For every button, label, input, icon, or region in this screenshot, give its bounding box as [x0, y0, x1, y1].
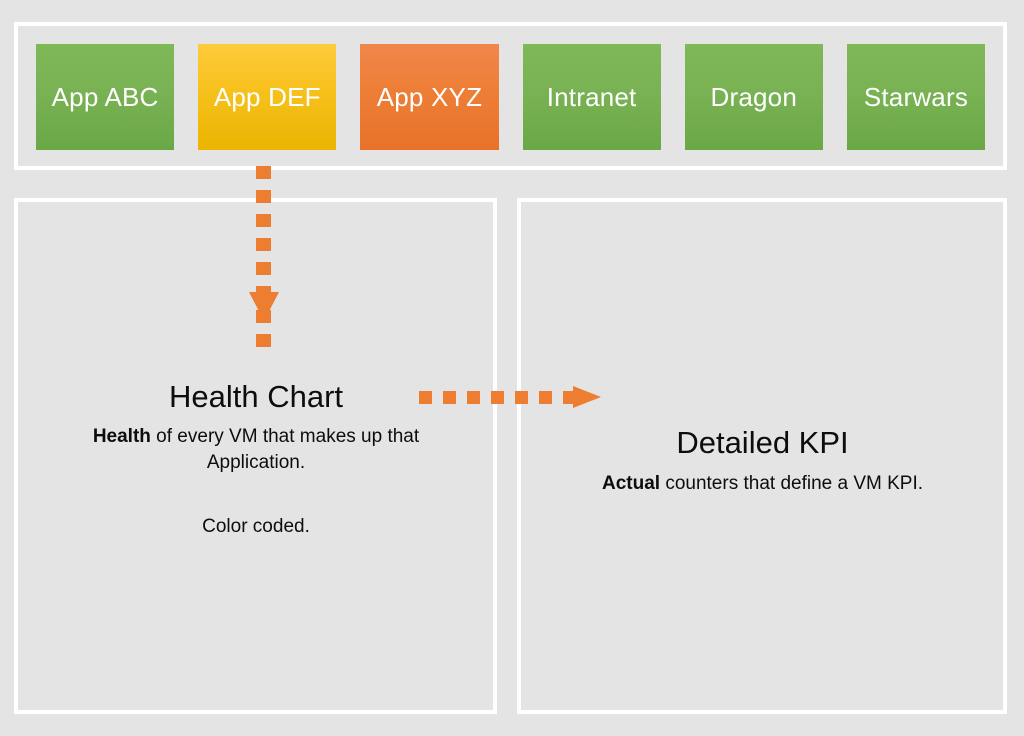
- app-tile-intranet[interactable]: Intranet: [522, 44, 661, 150]
- dash-segment: [443, 391, 456, 404]
- app-tile-label: App XYZ: [376, 82, 483, 112]
- dash-segment: [256, 262, 271, 275]
- applications-panel: App ABC App DEF App XYZ Intranet Dragon …: [14, 22, 1007, 170]
- detailed-kpi-description: Actual counters that define a VM KPI.: [545, 471, 980, 497]
- dash-segment: [256, 238, 271, 251]
- dash-segment: [256, 190, 271, 203]
- health-chart-note: Color coded.: [202, 516, 310, 537]
- arrow-head-right-icon: [573, 386, 601, 408]
- app-tile-app-def[interactable]: App DEF: [198, 44, 337, 150]
- app-tile-app-xyz[interactable]: App XYZ: [360, 44, 499, 150]
- app-tile-label: Starwars: [863, 82, 969, 112]
- app-tile-label: Intranet: [546, 82, 637, 112]
- dash-segment: [563, 391, 576, 404]
- app-tile-app-abc[interactable]: App ABC: [36, 44, 175, 150]
- application-tile-row: App ABC App DEF App XYZ Intranet Dragon …: [36, 44, 986, 150]
- dash-segment: [539, 391, 552, 404]
- health-chart-panel: [14, 198, 497, 714]
- dash-segment: [467, 391, 480, 404]
- arrow-head-down-icon: [249, 292, 279, 321]
- dashed-arrow-right-icon: [419, 391, 576, 404]
- dash-segment: [256, 214, 271, 227]
- dash-segment: [491, 391, 504, 404]
- detailed-kpi-description-bold: Actual: [601, 473, 661, 494]
- dashed-arrow-down-icon: [256, 166, 271, 347]
- detailed-kpi-panel: [517, 198, 1007, 714]
- detailed-kpi-description-rest: counters that define a VM KPI.: [660, 473, 924, 494]
- app-tile-label: App DEF: [213, 82, 321, 112]
- dash-segment: [256, 334, 271, 347]
- app-tile-dragon[interactable]: Dragon: [684, 44, 823, 150]
- app-tile-label: Dragon: [710, 82, 798, 112]
- dash-segment: [515, 391, 528, 404]
- health-chart-title: Health Chart: [168, 379, 344, 414]
- app-tile-label: App ABC: [51, 82, 159, 112]
- health-chart-description-rest: of every VM that makes up that Applicati…: [150, 426, 420, 473]
- dash-segment: [256, 166, 271, 179]
- health-chart-description: Health of every VM that makes up that Ap…: [46, 424, 466, 475]
- health-chart-description-bold: Health: [92, 426, 151, 447]
- app-tile-starwars[interactable]: Starwars: [846, 44, 986, 150]
- detailed-kpi-title: Detailed KPI: [676, 425, 849, 460]
- dash-segment: [419, 391, 432, 404]
